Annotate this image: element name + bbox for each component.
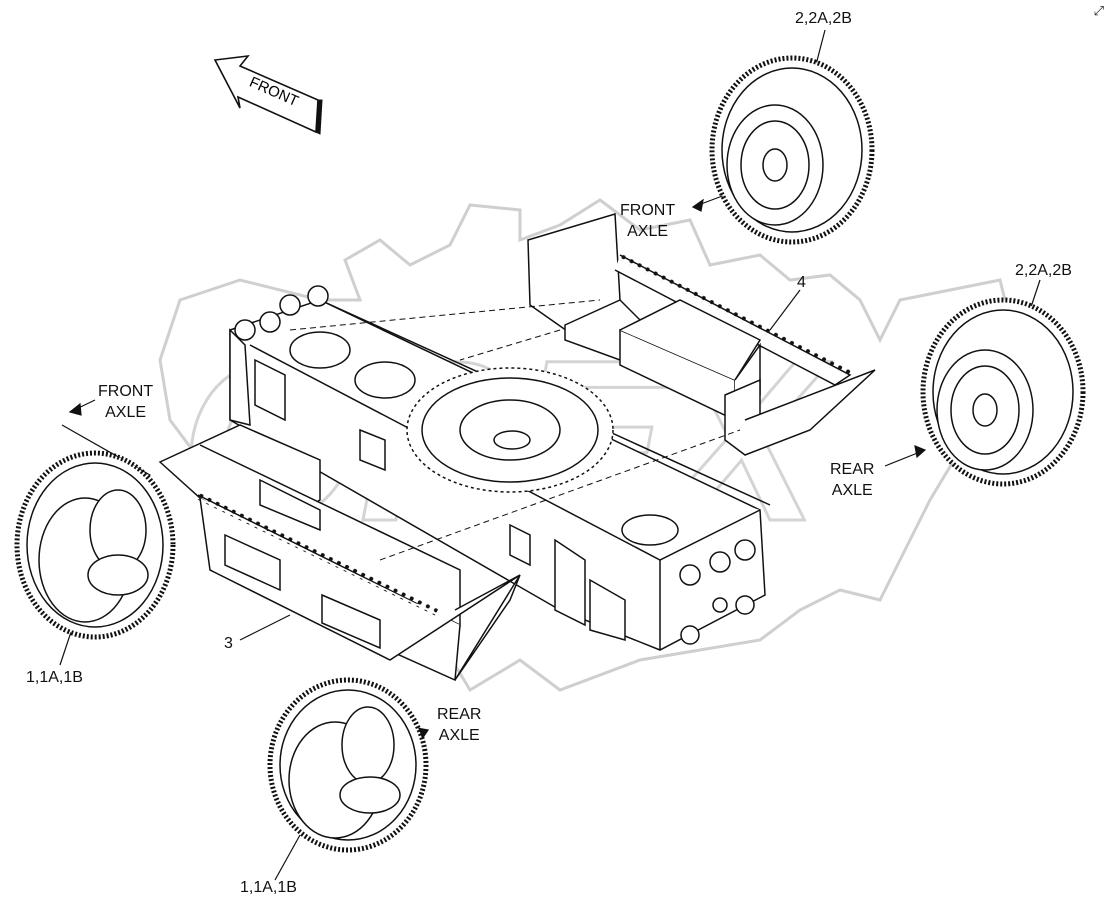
axle-label-rear-right: REAR AXLE — [830, 459, 874, 501]
axle-label-line2: AXLE — [627, 223, 669, 240]
axle-label-line2: AXLE — [105, 404, 147, 421]
axle-label-line1: FRONT — [620, 202, 676, 219]
wheel-front-right — [709, 55, 875, 245]
fender-left — [158, 424, 521, 682]
assembly-lines — [289, 299, 741, 561]
axle-label-line2: AXLE — [438, 727, 480, 744]
axle-label-line1: REAR — [830, 461, 875, 478]
callout-front-left-wheel: 1,1A,1B — [26, 669, 83, 686]
axle-label-front-left: FRONT AXLE — [98, 381, 153, 423]
wheel-rear-left — [267, 677, 429, 853]
chassis-frame — [229, 285, 771, 651]
front-direction-arrow: FRONT — [213, 54, 323, 135]
axle-label-line1: FRONT — [98, 383, 154, 400]
callout-right-fender: 4 — [797, 274, 806, 291]
axle-label-line2: AXLE — [831, 482, 873, 499]
axle-label-front-upper: FRONT AXLE — [620, 200, 675, 242]
callout-rear-left-wheel: 1,1A,1B — [240, 879, 297, 896]
wheel-rear-right — [920, 297, 1086, 487]
axle-label-rear-bottom: REAR AXLE — [437, 704, 481, 746]
expand-icon[interactable]: ⤢ — [1093, 4, 1104, 19]
callout-front-right-wheel: 2,2A,2B — [795, 10, 852, 27]
callout-rear-right-wheel: 2,2A,2B — [1015, 262, 1072, 279]
fender-right — [527, 213, 876, 456]
wheel-front-left — [14, 450, 176, 640]
axle-label-line1: REAR — [437, 706, 482, 723]
callout-left-fender: 3 — [224, 635, 233, 652]
